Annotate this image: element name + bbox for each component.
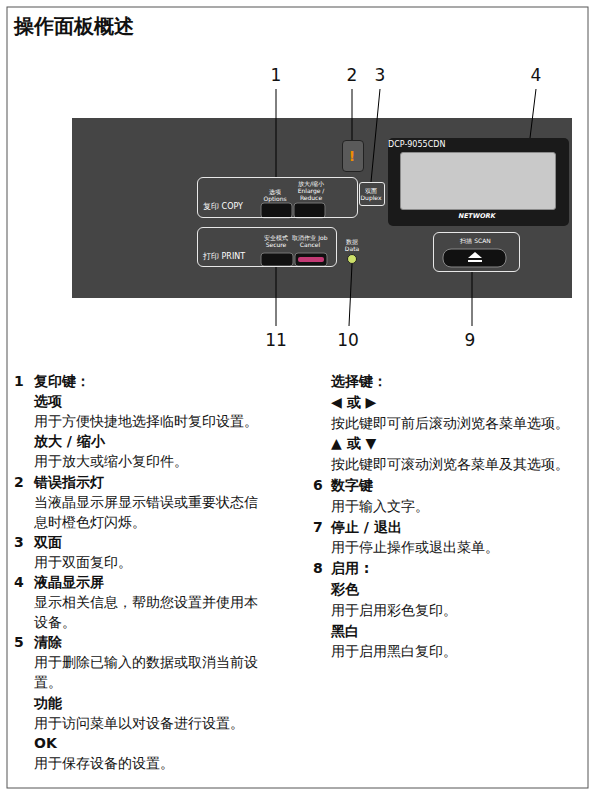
key-label: 复印 COPY (203, 202, 243, 212)
item-heading: 黑白 (331, 621, 581, 641)
item-heading: 放大 / 缩小 (34, 431, 266, 451)
key-sublabel: NETWORK (388, 212, 566, 220)
item-heading: 液晶显示屏 (34, 572, 266, 592)
callout-number: 10 (333, 329, 363, 351)
data-light (348, 255, 357, 264)
key-label: 双面 Duplex (360, 187, 382, 201)
callout-number: 11 (261, 329, 291, 351)
item-number: 3 (14, 532, 24, 552)
item-description: 按此键即可滚动浏览各菜单及其选项。 (331, 454, 581, 474)
item-description: 显示相关信息，帮助您设置并使用本设备。 (34, 592, 266, 632)
enlarge-button (294, 203, 325, 218)
scan-button (443, 249, 506, 267)
item-heading: 复印键： (34, 371, 266, 391)
item-heading: 选择键： (331, 371, 581, 391)
leader-line (371, 89, 380, 182)
job-cancel-stripe (298, 257, 324, 262)
leader-line (276, 267, 277, 326)
item-description: 按此键即可前后滚动浏览各菜单选项。 (331, 413, 581, 433)
key-sublabel: 取消作业 Job Cancel (292, 234, 328, 248)
key-label: ! (343, 141, 361, 171)
item-number: 7 (313, 517, 323, 537)
key-label: DCP-9055CDN (388, 140, 566, 150)
item-description: 用于访问菜单以对设备进行设置。 (34, 713, 266, 733)
item-heading: 清除 (34, 632, 266, 652)
leader-line (472, 272, 473, 326)
item-description: 用于停止操作或退出菜单。 (331, 537, 581, 557)
item-number: 8 (313, 558, 323, 578)
leader-line (349, 264, 352, 326)
item-number: 1 (14, 371, 24, 391)
item-number: 4 (14, 572, 24, 592)
lcd-display: DCP-9055CDN NETWORK (388, 138, 569, 226)
lcd-screen (400, 152, 556, 210)
item-heading: 彩色 (331, 579, 581, 599)
item-description: 用于输入文字。 (331, 496, 581, 516)
key-sublabel: 放大/缩小 Enlarge / Reduce (292, 180, 330, 201)
item-heading: OK (34, 733, 266, 753)
copy-key-group: 复印 COPY 选项 Options放大/缩小 Enlarge / Reduce (197, 177, 358, 218)
item-heading: 功能 (34, 693, 266, 713)
item-description: 用于方便快捷地选择临时复印设置。 (34, 411, 266, 431)
item-description: 用于放大或缩小复印件。 (34, 451, 266, 471)
item-heading: 选项 (34, 391, 266, 411)
leader-line (276, 89, 277, 177)
leader-line (530, 89, 536, 138)
key-label: 扫描 SCAN (434, 237, 517, 244)
leader-line (352, 89, 353, 140)
callout-number: 4 (521, 64, 551, 86)
secure-button (261, 253, 293, 266)
item-description: 用于启用彩色复印。 (331, 600, 581, 620)
key-sublabel: 选项 Options (257, 188, 293, 202)
item-heading: 数字键 (331, 475, 581, 495)
key-label: 打印 PRINT (203, 252, 245, 262)
print-key-group: 打印 PRINT 安全模式 Secure取消作业 Job Cancel (197, 227, 337, 267)
error-light: ! (342, 140, 364, 172)
scan-icon (468, 260, 482, 262)
callout-number: 3 (365, 64, 395, 86)
item-heading: ◀ 或 ▶ (331, 392, 581, 412)
item-description: 用于删除已输入的数据或取消当前设置。 (34, 652, 266, 692)
callout-number: 2 (337, 64, 367, 86)
item-description: 用于启用黑白复印。 (331, 641, 581, 661)
item-number: 2 (14, 472, 24, 492)
item-heading: 停止 / 退出 (331, 517, 581, 537)
page-title: 操作面板概述 (14, 13, 134, 39)
key-sublabel: 安全模式 Secure (259, 234, 293, 248)
job-cancel-button (295, 253, 327, 266)
control-panel (72, 118, 572, 298)
item-number: 6 (313, 475, 323, 495)
item-heading: 错误指示灯 (34, 472, 266, 492)
item-heading: 双面 (34, 532, 266, 552)
key-label: 数据 Data (340, 238, 364, 252)
page-frame (7, 7, 588, 788)
callout-number: 9 (455, 329, 485, 351)
item-description: 用于双面复印。 (34, 552, 266, 572)
item-number: 5 (14, 632, 24, 652)
scan-icon (468, 252, 482, 258)
duplex-key: 双面 Duplex (359, 182, 385, 206)
item-heading: 启用 : (331, 558, 581, 578)
item-description: 用于保存设备的设置。 (34, 753, 266, 773)
callout-number: 1 (261, 64, 291, 86)
item-heading: ▲ 或 ▼ (331, 433, 581, 453)
scan-key: 扫描 SCAN (433, 232, 520, 272)
options-button (261, 203, 292, 218)
item-description: 当液晶显示屏显示错误或重要状态信息时橙色灯闪烁。 (34, 492, 266, 532)
